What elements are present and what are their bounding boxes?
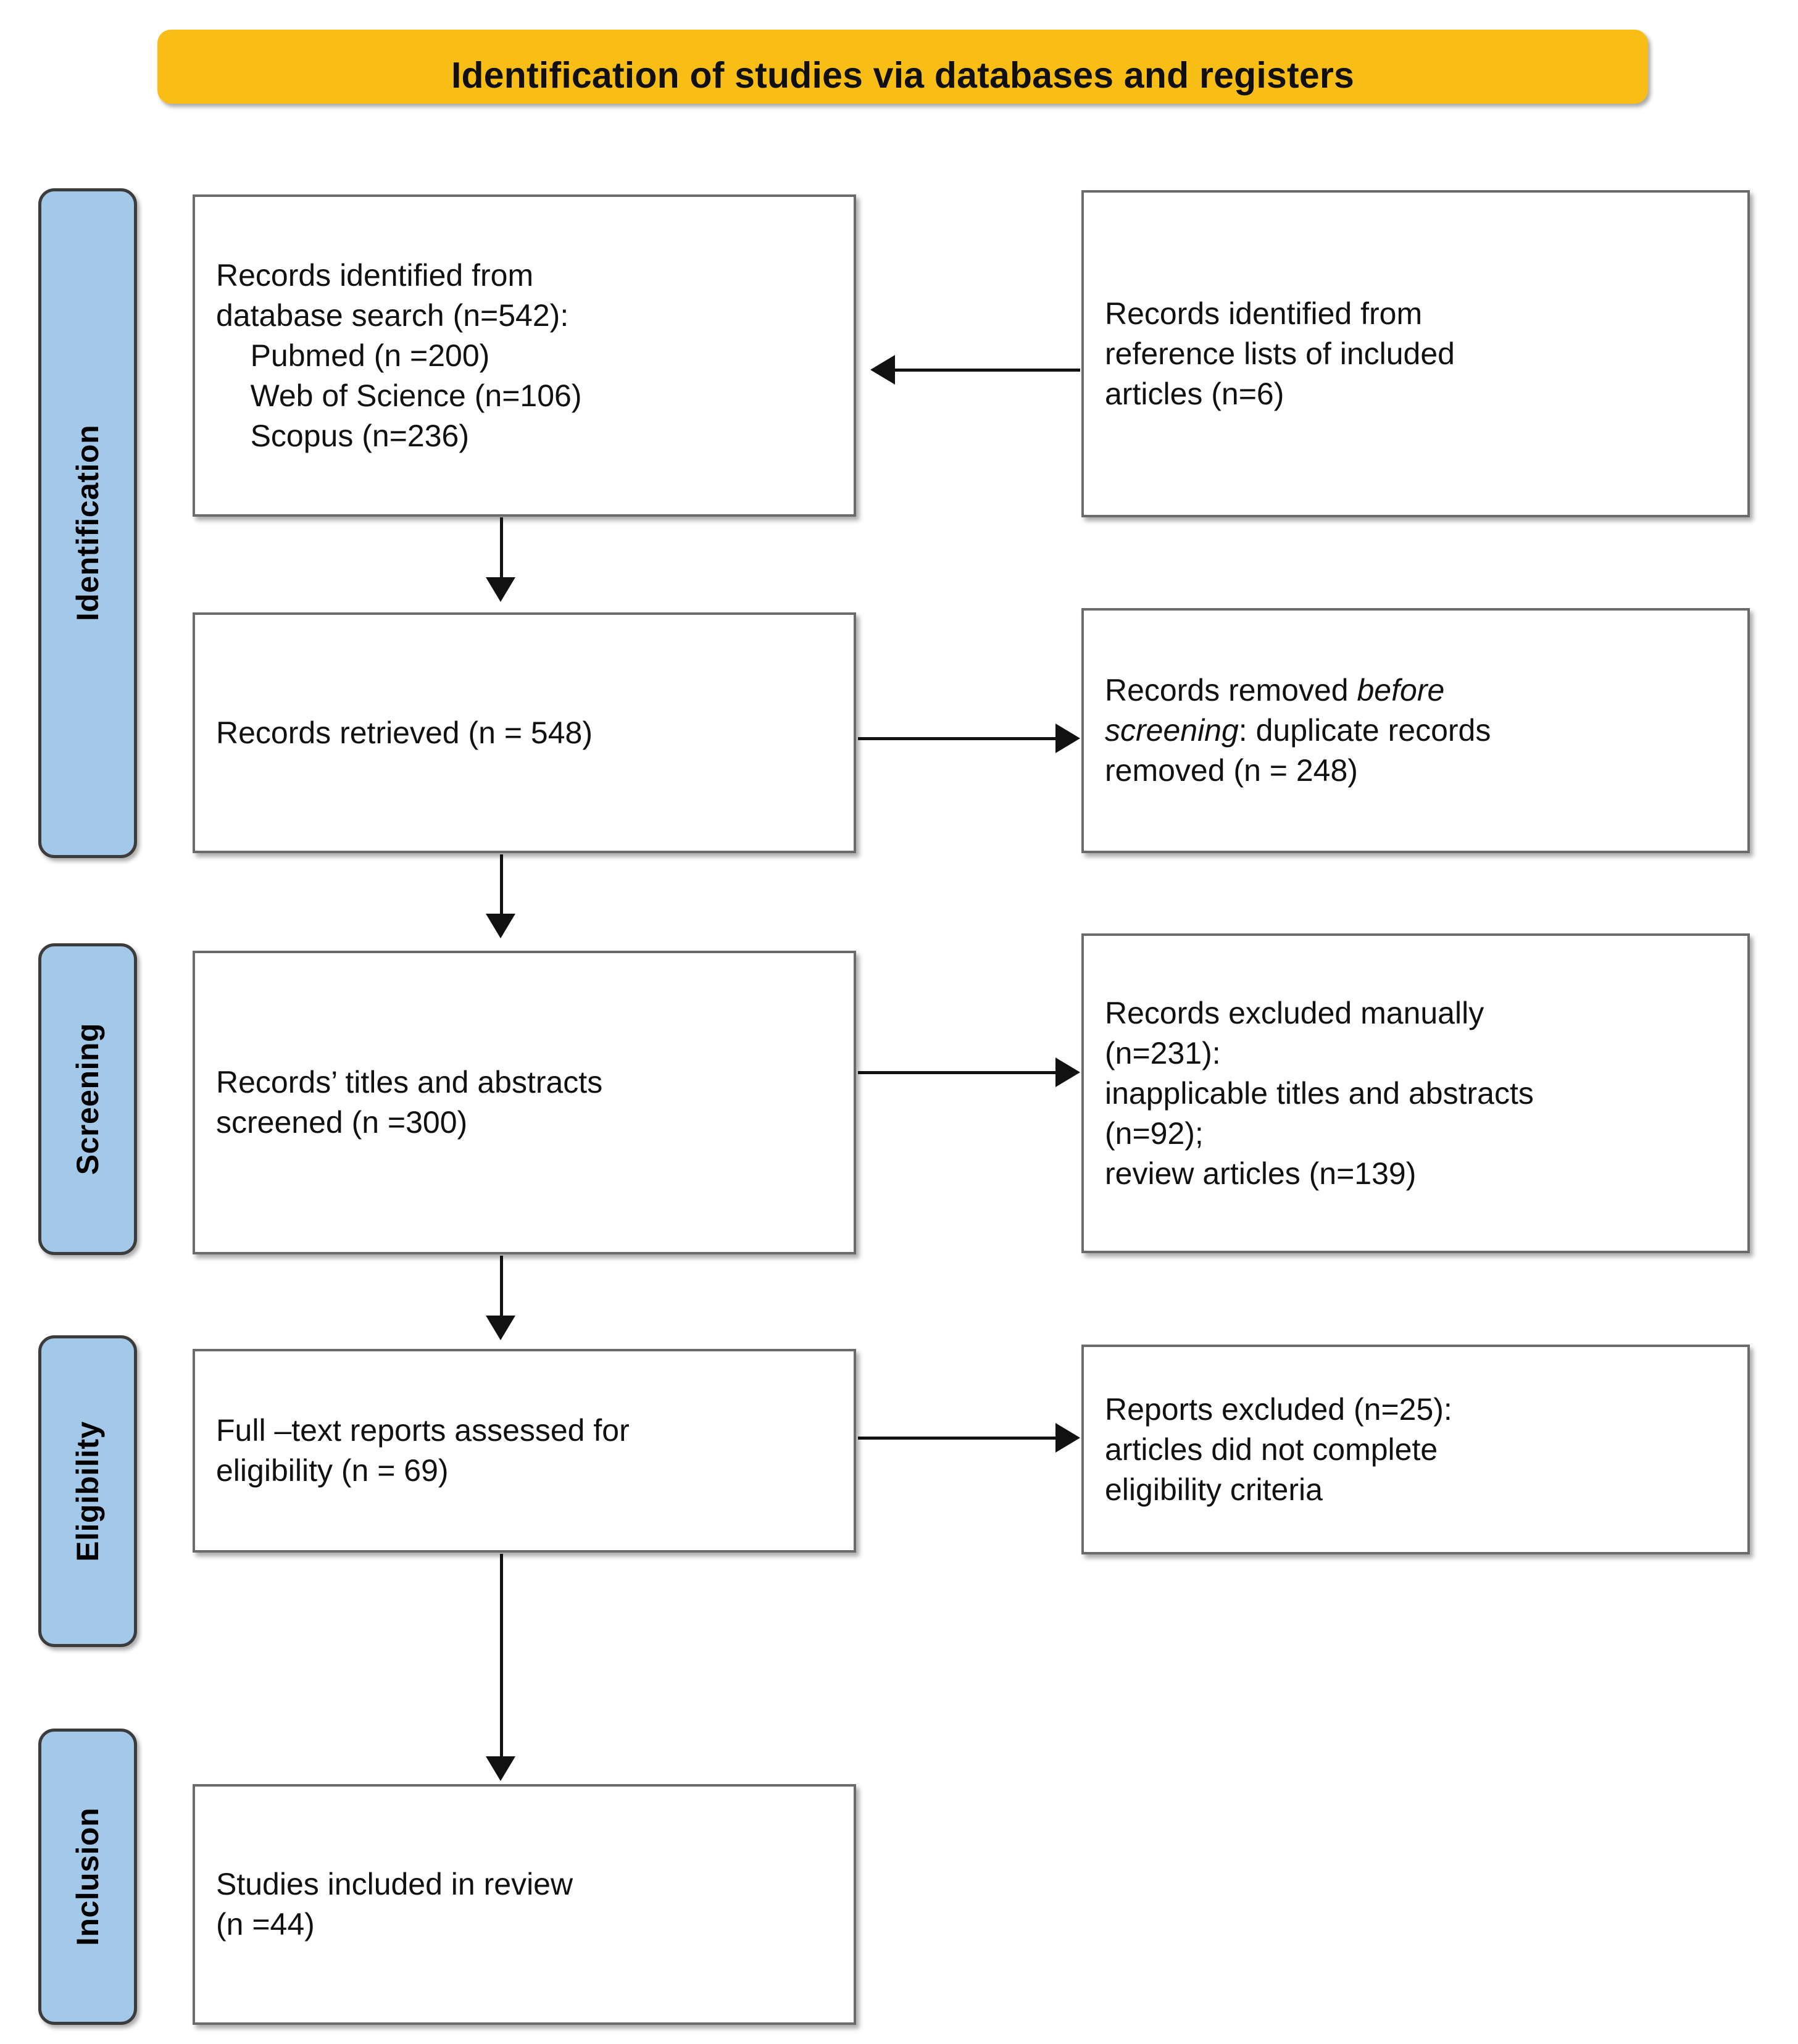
box-records-excluded: Records excluded manually (n=231): inappli… — [1081, 933, 1750, 1253]
box-records-excluded-text: Records excluded manually (n=231): inappli… — [1105, 993, 1726, 1194]
line-1a: Records removed — [1105, 673, 1357, 707]
line-2: screened (n =300) — [216, 1105, 468, 1140]
box-reports-excluded: Reports excluded (n=25): articles did not… — [1081, 1345, 1750, 1554]
box-records-identified-database: Records identified from database search (… — [193, 194, 856, 517]
box-fulltext-assessed: Full –text reports assessed for eligibili… — [193, 1349, 856, 1553]
line-3: inapplicable titles and abstracts — [1105, 1075, 1534, 1111]
line-4: (n=92); — [1105, 1116, 1204, 1151]
line-1b-italic: before — [1357, 673, 1445, 707]
stage-label-identification-text: Identification — [70, 425, 105, 622]
connector-fulltext-to-reports-excluded-line — [858, 1437, 1057, 1440]
connector-screened-to-fulltext-arrowhead — [486, 1316, 515, 1340]
line-3: eligibility criteria — [1105, 1472, 1323, 1507]
box-records-identified-references-text: Records identified from reference lists o… — [1105, 294, 1726, 414]
stage-label-eligibility: Eligibility — [38, 1335, 137, 1647]
connector-fulltext-to-included-arrowhead — [486, 1756, 515, 1781]
line-3: Pubmed (n =200) — [216, 338, 490, 373]
line-2b: : duplicate records removed (n = 248) — [1105, 713, 1491, 788]
line-1: Records identified from — [1105, 296, 1423, 331]
line-1: Studies included in review — [216, 1867, 573, 1901]
stage-label-screening: Screening — [38, 943, 137, 1255]
line-1: Records’ titles and abstracts — [216, 1065, 603, 1099]
stage-label-inclusion: Inclusion — [38, 1729, 137, 2025]
box-studies-included-text: Studies included in review (n =44) — [216, 1864, 833, 1945]
box-records-retrieved-text: Records retrieved (n = 548) — [216, 713, 833, 753]
stage-label-identification: Identification — [38, 188, 137, 858]
stage-label-screening-text: Screening — [70, 1023, 105, 1175]
line-2: (n =44) — [216, 1907, 315, 1942]
line-1: Full –text reports assessed for — [216, 1413, 630, 1448]
connector-fulltext-to-reports-excluded-arrowhead — [1055, 1423, 1080, 1453]
line-2a-italic: screening — [1105, 713, 1239, 748]
diagram-title-banner: Identification of studies via databases … — [157, 30, 1648, 104]
line-2: (n=231): — [1105, 1035, 1221, 1070]
connector-references-to-database-line — [895, 369, 1080, 372]
connector-screened-to-excluded-line — [858, 1071, 1057, 1074]
box-records-removed-text: Records removed before screening: duplica… — [1105, 670, 1726, 791]
box-records-screened: Records’ titles and abstracts screened (n… — [193, 951, 856, 1254]
connector-screened-to-fulltext-line — [500, 1256, 503, 1324]
box-records-removed: Records removed before screening: duplica… — [1081, 608, 1750, 853]
box-fulltext-assessed-text: Full –text reports assessed for eligibili… — [216, 1411, 833, 1491]
connector-references-to-database-arrowhead — [870, 355, 895, 385]
box-reports-excluded-text: Reports excluded (n=25): articles did not… — [1105, 1390, 1726, 1510]
box-records-screened-text: Records’ titles and abstracts screened (n… — [216, 1062, 833, 1143]
connector-retrieved-to-removed-arrowhead — [1055, 724, 1080, 753]
connector-database-to-retrieved-line — [500, 517, 503, 585]
diagram-title: Identification of studies via databases … — [451, 54, 1355, 96]
line-2: eligibility (n = 69) — [216, 1453, 449, 1488]
connector-screened-to-excluded-arrowhead — [1055, 1057, 1080, 1087]
line-4: Web of Science (n=106) — [216, 378, 582, 413]
box-studies-included: Studies included in review (n =44) — [193, 1784, 856, 2025]
connector-retrieved-to-screened-line — [500, 854, 503, 921]
line-2: reference lists of included — [1105, 336, 1455, 371]
stage-label-inclusion-text: Inclusion — [70, 1808, 105, 1946]
box-records-retrieved: Records retrieved (n = 548) — [193, 612, 856, 853]
line-2: articles did not complete — [1105, 1432, 1438, 1467]
connector-database-to-retrieved-arrowhead — [486, 577, 515, 602]
line-3: articles (n=6) — [1105, 376, 1284, 411]
line-5: review articles (n=139) — [1105, 1156, 1417, 1191]
box-records-identified-references: Records identified from reference lists o… — [1081, 190, 1750, 517]
connector-retrieved-to-removed-line — [858, 737, 1057, 740]
line-1: Records identified from — [216, 257, 534, 293]
line-2: database search (n=542): — [216, 298, 569, 333]
line-5: Scopus (n=236) — [216, 418, 469, 453]
connector-fulltext-to-included-line — [500, 1554, 503, 1764]
connector-retrieved-to-screened-arrowhead — [486, 914, 515, 938]
line-1: Records excluded manually — [1105, 995, 1484, 1030]
stage-label-eligibility-text: Eligibility — [70, 1420, 105, 1562]
line-1: Reports excluded (n=25): — [1105, 1391, 1452, 1427]
line-1: Records retrieved (n = 548) — [216, 715, 593, 750]
box-records-identified-database-text: Records identified from database search (… — [216, 256, 833, 456]
